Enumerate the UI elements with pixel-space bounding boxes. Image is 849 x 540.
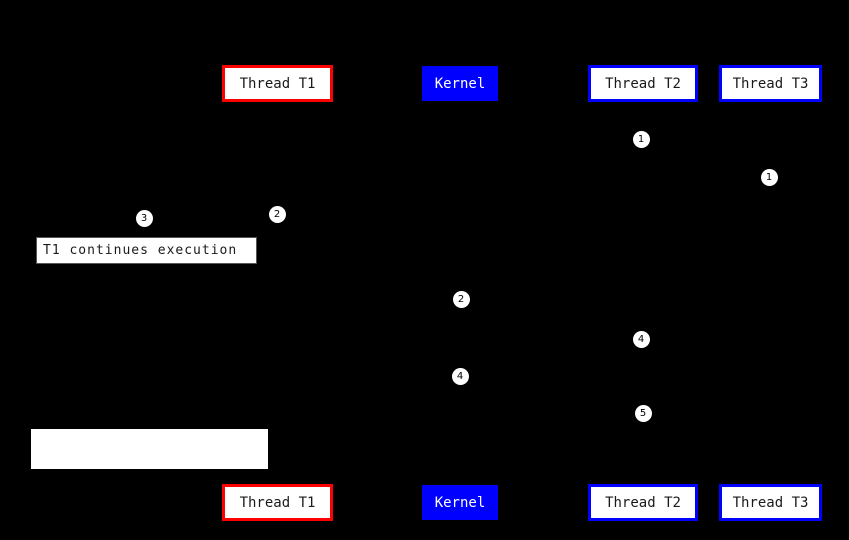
blank-activation-box xyxy=(31,429,268,469)
participant-footer-thread-t1[interactable]: Thread T1 xyxy=(222,484,333,521)
participant-label: Kernel xyxy=(434,75,486,92)
participant-footer-kernel[interactable]: Kernel xyxy=(422,485,498,520)
participant-header-thread-t1[interactable]: Thread T1 xyxy=(222,65,333,102)
step-marker: 4 xyxy=(632,330,650,348)
step-marker: 1 xyxy=(760,168,778,186)
participant-label: Thread T2 xyxy=(605,494,681,511)
participant-header-thread-t2[interactable]: Thread T2 xyxy=(588,65,698,102)
participant-header-kernel[interactable]: Kernel xyxy=(422,66,498,101)
step-marker: 3 xyxy=(135,209,153,227)
lifeline-t2 xyxy=(643,102,644,484)
participant-label: Kernel xyxy=(434,494,486,511)
participant-label: Thread T3 xyxy=(732,75,809,92)
participant-label: Thread T1 xyxy=(239,494,316,511)
participant-label: Thread T1 xyxy=(239,75,316,92)
step-marker: 2 xyxy=(452,290,470,308)
participant-footer-thread-t3[interactable]: Thread T3 xyxy=(719,484,822,521)
step-marker: 2 xyxy=(268,205,286,223)
participant-label: Thread T2 xyxy=(605,75,681,92)
step-marker: 5 xyxy=(634,404,652,422)
note-t1-continues-execution: T1 continues execution xyxy=(36,237,257,264)
participant-header-thread-t3[interactable]: Thread T3 xyxy=(719,65,822,102)
participant-label: Thread T3 xyxy=(732,494,809,511)
lifeline-t1 xyxy=(277,102,278,484)
step-marker: 4 xyxy=(451,367,469,385)
participant-footer-thread-t2[interactable]: Thread T2 xyxy=(588,484,698,521)
lifeline-t3 xyxy=(770,102,771,484)
step-marker: 1 xyxy=(632,130,650,148)
